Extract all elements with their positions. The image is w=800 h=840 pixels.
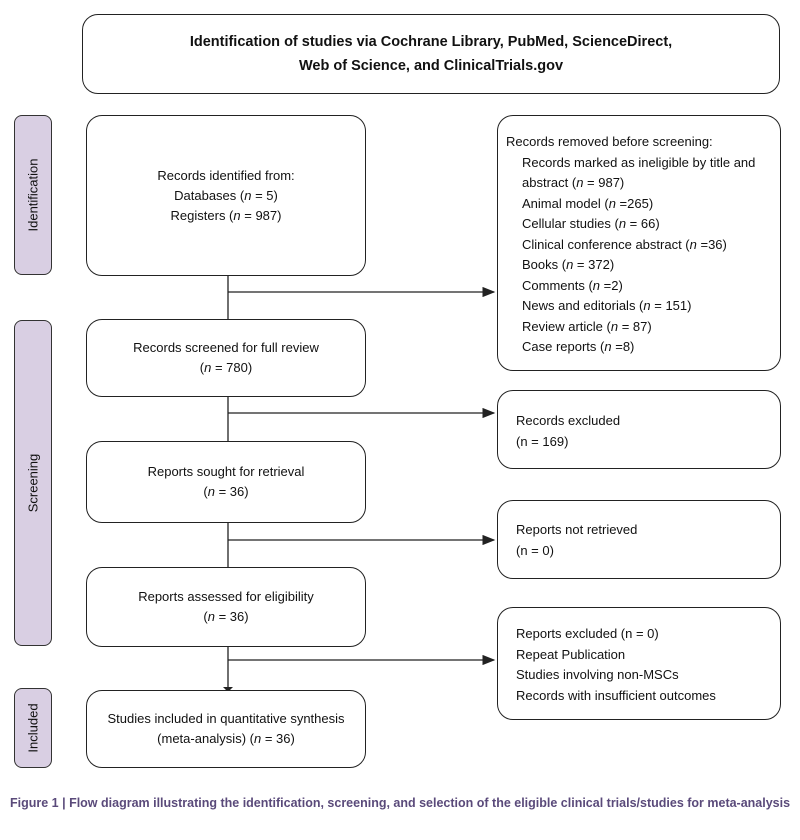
- sought-line-1: Reports sought for retrieval: [147, 464, 305, 479]
- included-line-2: (meta-analysis) (n = 36): [157, 731, 295, 746]
- not-retrieved-line-1: Reports not retrieved: [516, 522, 638, 537]
- stage-included: Included: [14, 688, 52, 768]
- removed-item: Comments (n =2): [522, 277, 623, 293]
- reports-excluded-line-4: Records with insufficient outcomes: [516, 687, 716, 703]
- screened-line-2: (n = 780): [199, 360, 253, 375]
- reports-assessed-box: Reports assessed for eligibility (n = 36…: [86, 567, 366, 647]
- figure-caption: Figure 1 | Flow diagram illustrating the…: [10, 796, 791, 810]
- stage-identification: Identification: [14, 115, 52, 275]
- removed-item: Books (n = 372): [522, 257, 615, 272]
- removed-title: Records removed before screening:: [506, 134, 713, 149]
- studies-included-box: Studies included in quantitative synthes…: [86, 690, 366, 768]
- removed-item: Clinical conference abstract (n =36): [522, 236, 727, 252]
- records-excluded-box: Records excluded (n = 169): [497, 390, 781, 469]
- removed-item: Animal model (n =265): [522, 195, 654, 211]
- reports-sought-box: Reports sought for retrieval (n = 36): [86, 441, 366, 523]
- removed-item: Cellular studies (n = 66): [522, 216, 660, 231]
- identified-line-1: Records identified from:: [157, 167, 295, 183]
- reports-not-retrieved-box: Reports not retrieved (n = 0): [497, 500, 781, 579]
- removed-item: Records marked as ineligible by title an…: [522, 154, 756, 191]
- assessed-line-2: (n = 36): [203, 609, 249, 624]
- records-identified-box: Records identified from: Databases (n = …: [86, 115, 366, 276]
- excluded-line-1: Records excluded: [516, 413, 621, 428]
- identified-registers: Registers (n = 987): [170, 207, 282, 223]
- header-line-2: Web of Science, and ClinicalTrials.gov: [298, 58, 564, 74]
- header-line-1: Identification of studies via Cochrane L…: [189, 34, 673, 50]
- identified-databases: Databases (n = 5): [174, 187, 278, 203]
- records-removed-box: Records removed before screening: Record…: [497, 115, 781, 371]
- arrow-to-included: [223, 687, 233, 692]
- assessed-line-1: Reports assessed for eligibility: [138, 589, 314, 604]
- removed-item: Case reports (n =8): [522, 339, 635, 354]
- stage-included-label: Included: [25, 703, 41, 753]
- sought-line-2: (n = 36): [203, 484, 249, 499]
- removed-item: News and editorials (n = 151): [522, 298, 692, 313]
- stage-screening-label: Screening: [25, 453, 41, 513]
- not-retrieved-line-2: (n = 0): [516, 542, 554, 558]
- header-box: Identification of studies via Cochrane L…: [82, 14, 780, 94]
- reports-excluded-box: Reports excluded (n = 0) Repeat Publicat…: [497, 607, 781, 720]
- stage-screening: Screening: [14, 320, 52, 646]
- reports-excluded-line-1: Reports excluded (n = 0): [516, 626, 659, 641]
- included-line-1: Studies included in quantitative synthes…: [107, 711, 345, 726]
- reports-excluded-line-3: Studies involving non-MSCs: [516, 667, 679, 682]
- records-screened-box: Records screened for full review (n = 78…: [86, 319, 366, 397]
- reports-excluded-line-2: Repeat Publication: [516, 646, 626, 662]
- removed-item: Review article (n = 87): [522, 318, 652, 334]
- screened-line-1: Records screened for full review: [133, 340, 319, 355]
- excluded-line-2: (n = 169): [516, 433, 569, 449]
- stage-identification-label: Identification: [25, 158, 41, 232]
